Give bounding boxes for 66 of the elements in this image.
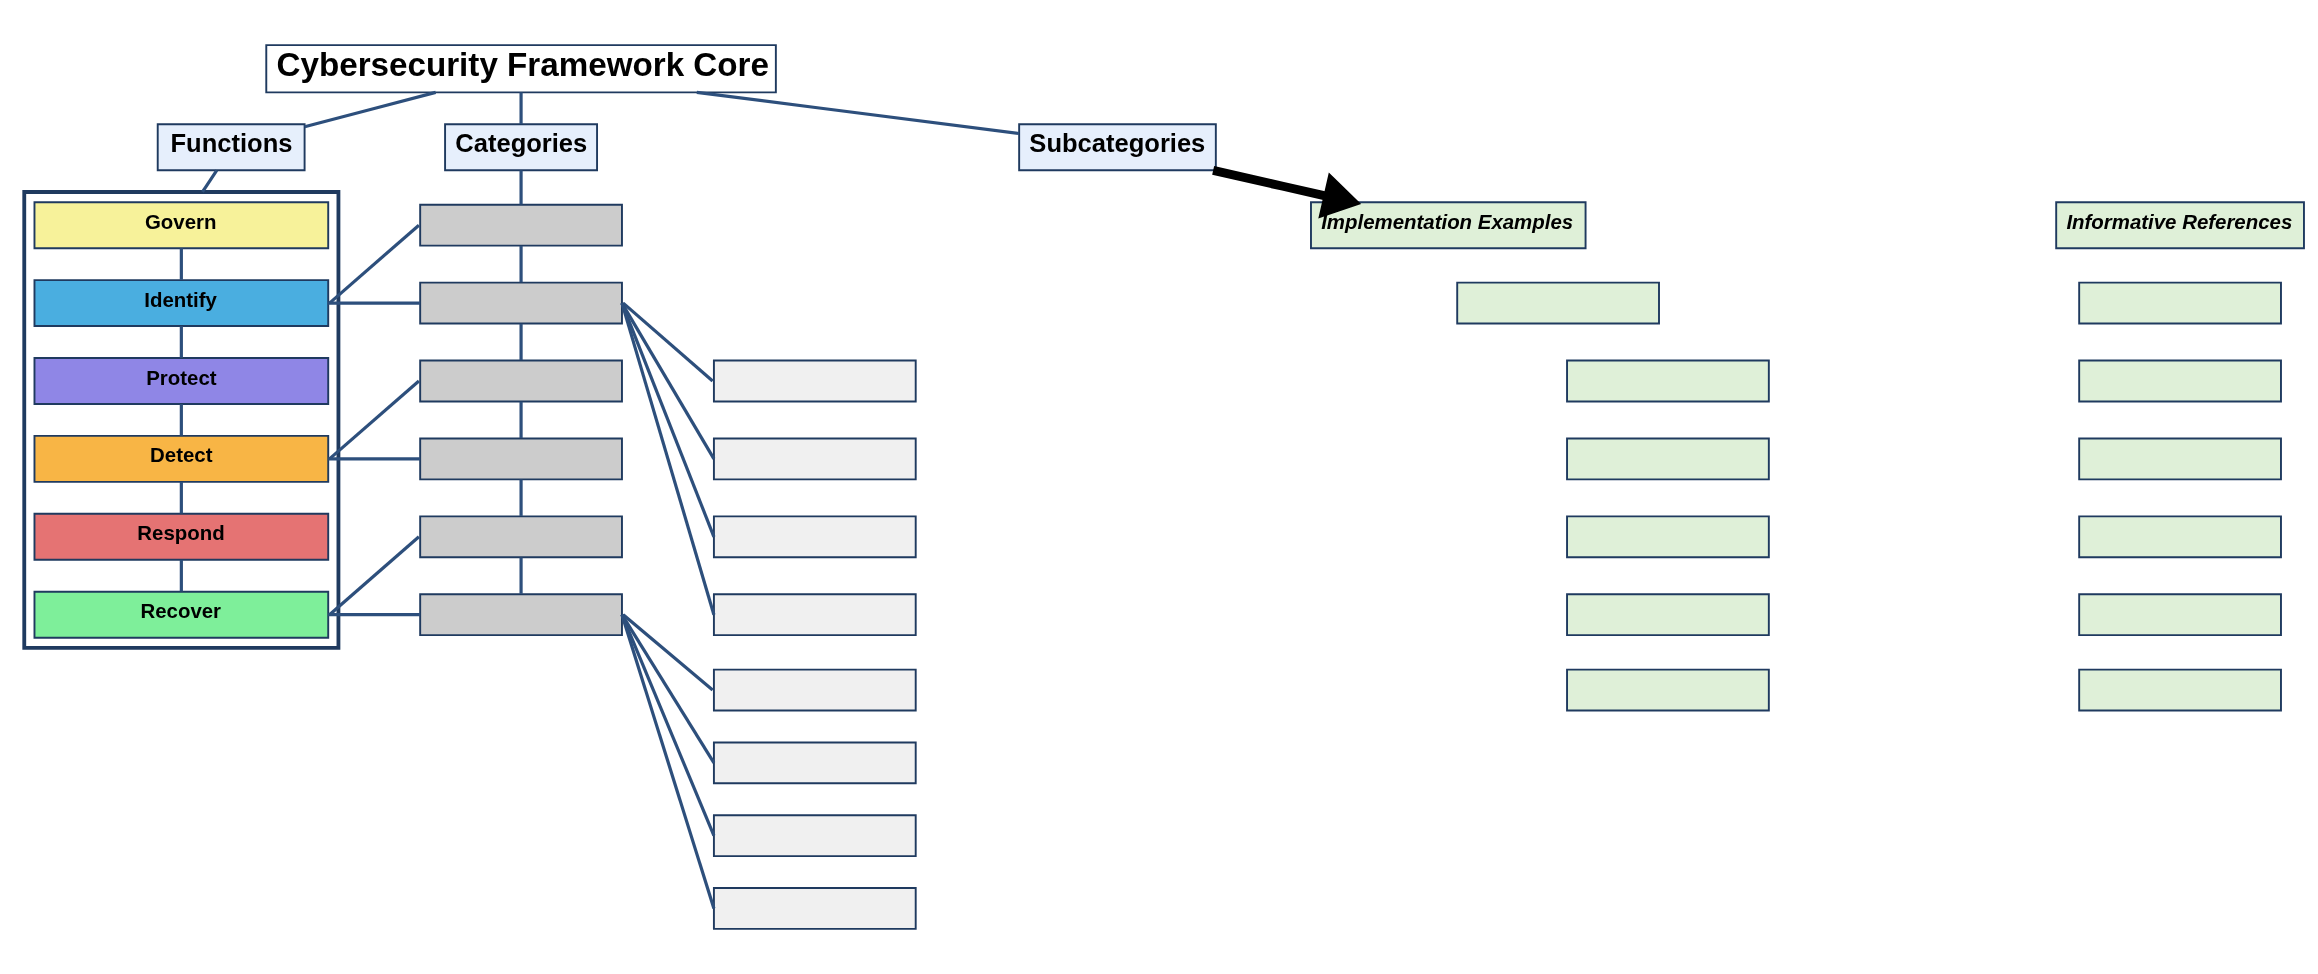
node-box <box>2078 668 2282 712</box>
connector <box>620 614 716 837</box>
connector <box>519 170 523 205</box>
node-box <box>1566 437 1770 481</box>
node-box <box>1566 515 1770 559</box>
connector <box>622 301 714 383</box>
node-box <box>712 515 917 559</box>
node-box: Recover <box>33 590 330 639</box>
node-box <box>419 515 623 559</box>
arrow <box>1212 166 1362 219</box>
node-box <box>2078 593 2282 637</box>
connector <box>519 245 523 283</box>
node-box <box>419 437 623 481</box>
connector <box>622 613 714 692</box>
connector <box>304 90 437 129</box>
node-box <box>712 593 917 637</box>
cluster <box>22 190 341 650</box>
connector <box>328 224 420 305</box>
connector <box>179 248 183 280</box>
connector <box>179 404 183 436</box>
node-box <box>1566 359 1770 403</box>
node-box: Subcategories <box>1018 123 1217 172</box>
node-box <box>419 281 623 325</box>
node-box: Detect <box>33 434 330 483</box>
node-box: Protect <box>33 357 330 405</box>
connector <box>179 326 183 358</box>
node-box <box>712 887 917 930</box>
connector <box>328 535 420 616</box>
connector <box>519 479 523 516</box>
node-box: Implementation Examples <box>1310 201 1587 250</box>
connector <box>179 482 183 514</box>
connector <box>519 401 523 438</box>
node-box <box>419 359 623 403</box>
node-box <box>1566 593 1770 637</box>
node-box <box>712 668 917 712</box>
node-box <box>2078 437 2282 481</box>
node-box <box>712 359 917 403</box>
connector <box>620 614 716 909</box>
connector <box>519 323 523 361</box>
connector <box>328 457 421 461</box>
node-box: Govern <box>33 201 330 250</box>
node-box <box>712 437 917 481</box>
node-box: Identify <box>33 279 330 328</box>
node-box <box>419 593 623 637</box>
connector <box>328 301 421 305</box>
node-box: Categories <box>444 123 598 172</box>
connector <box>620 302 716 616</box>
node-box <box>2078 359 2282 403</box>
node-box <box>1456 281 1660 325</box>
node-box <box>419 203 623 247</box>
node-box: Cybersecurity Framework Core <box>265 44 777 94</box>
connector <box>328 379 420 461</box>
node-box <box>1566 668 1770 712</box>
node-box <box>2078 515 2282 559</box>
node-box: Informative References <box>2055 201 2305 250</box>
node-box: Respond <box>33 512 330 561</box>
connector <box>519 92 523 125</box>
connector <box>179 559 183 592</box>
connector <box>696 90 1020 136</box>
connector <box>201 169 219 193</box>
node-box <box>712 741 917 785</box>
node-box <box>2078 281 2282 325</box>
connector <box>328 613 421 617</box>
connector <box>519 557 523 594</box>
node-box <box>712 814 917 858</box>
node-box: Functions <box>156 123 306 172</box>
